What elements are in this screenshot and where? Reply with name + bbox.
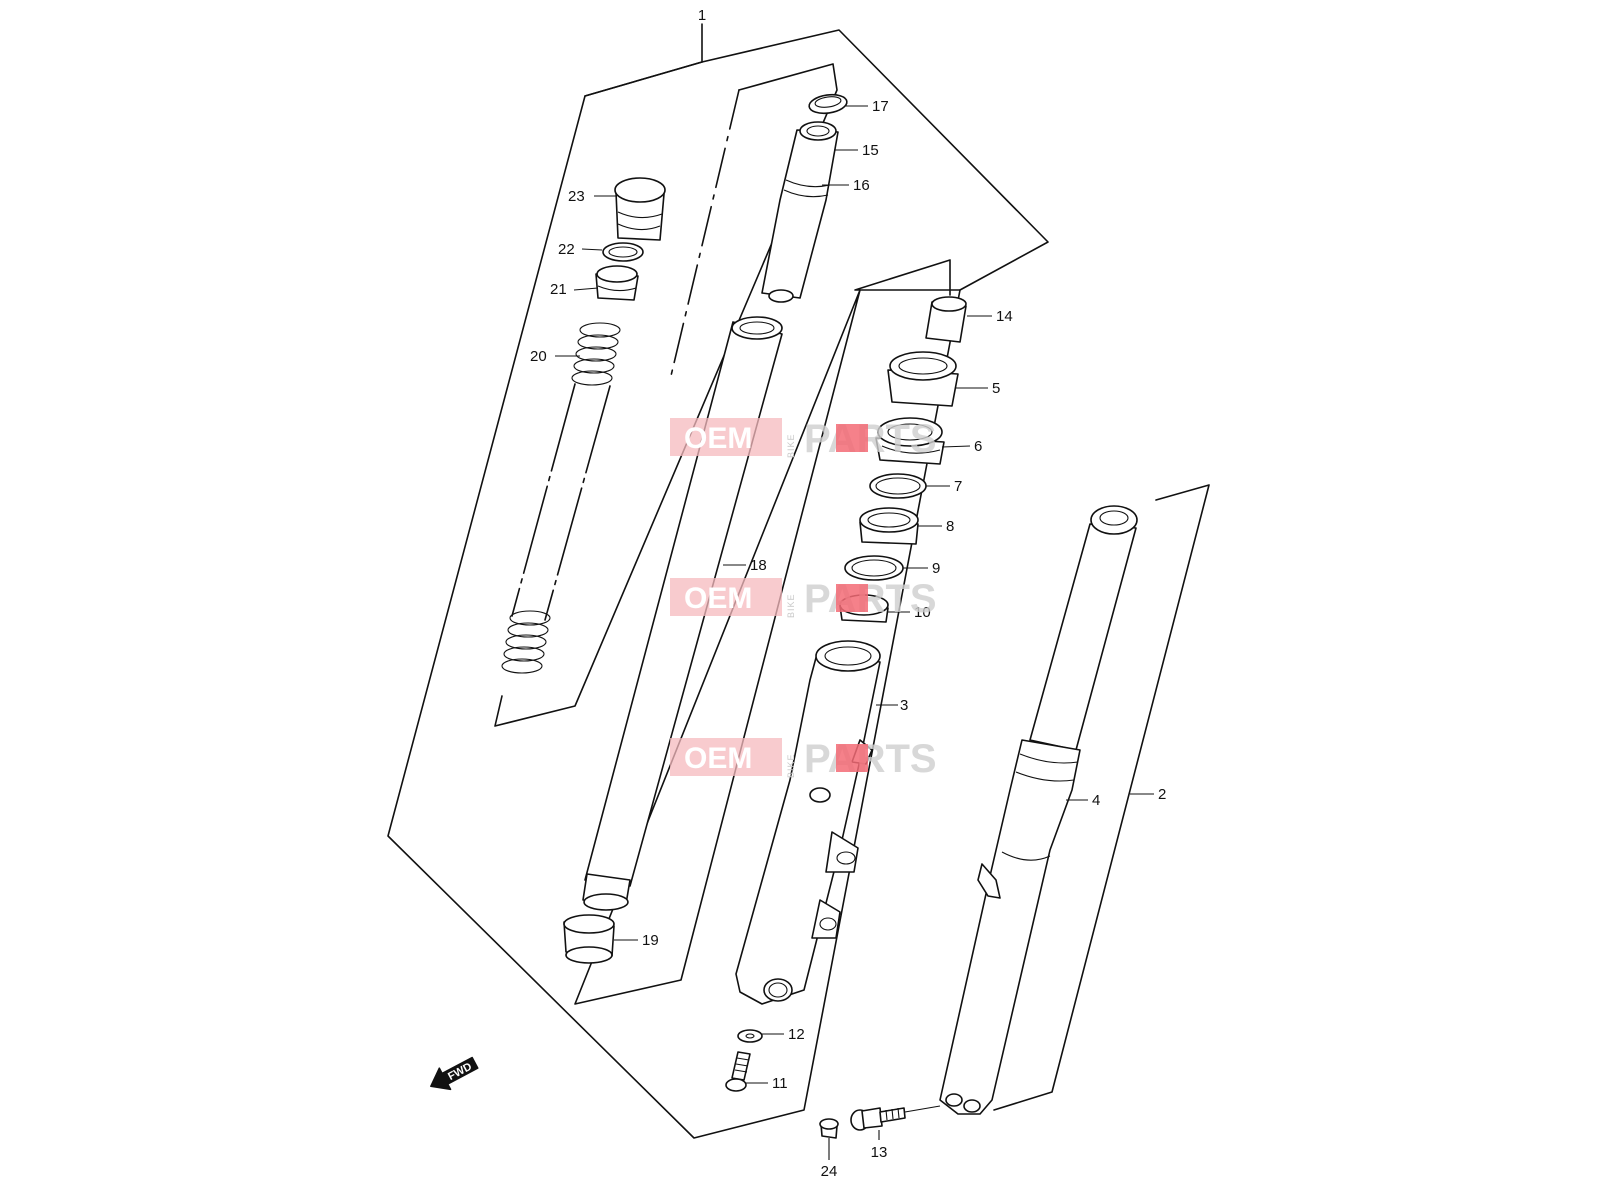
- part-15-16-damper-rod: [761, 121, 839, 303]
- label-3: 3: [900, 697, 908, 714]
- part-21-spacer: [595, 265, 639, 301]
- part-8-washer: [859, 507, 919, 545]
- watermark-bottom: OEM BIKE PARTS: [670, 737, 937, 781]
- label-22: 22: [558, 241, 575, 258]
- part-12-washer: [737, 1029, 763, 1043]
- part-22-o-ring: [602, 242, 644, 262]
- assembly-outline-2: [993, 484, 1210, 1111]
- part-4-fork-assembly: [939, 505, 1138, 1115]
- assembly-outline-1: [387, 23, 1049, 1139]
- part-11-bolt: [725, 1051, 751, 1092]
- label-9: 9: [932, 560, 940, 577]
- svg-text:OEM: OEM: [684, 742, 752, 775]
- svg-text:OEM: OEM: [684, 422, 752, 455]
- label-10: 10: [914, 604, 931, 621]
- fwd-arrow-icon: FWD: [430, 1056, 479, 1091]
- label-15: 15: [862, 142, 879, 159]
- watermark-middle: OEM BIKE PARTS: [670, 577, 937, 621]
- svg-text:BIKE: BIKE: [786, 753, 796, 778]
- svg-text:PARTS: PARTS: [804, 577, 937, 621]
- inner-outline-tube: [574, 289, 861, 1005]
- svg-text:BIKE: BIKE: [786, 433, 796, 458]
- label-21: 21: [550, 281, 567, 298]
- fwd-label: FWD: [446, 1061, 474, 1083]
- watermark-top: OEM BIKE PARTS: [670, 417, 937, 461]
- svg-text:OEM: OEM: [684, 582, 752, 615]
- svg-text:PARTS: PARTS: [804, 417, 937, 461]
- label-13: 13: [871, 1144, 888, 1161]
- inner-outline-spring: [494, 63, 838, 727]
- part-7-ring: [869, 473, 927, 499]
- part-17-ring: [808, 93, 848, 115]
- label-20: 20: [530, 348, 547, 365]
- label-19: 19: [642, 932, 659, 949]
- part-3-outer-tube: [735, 640, 881, 1005]
- label-17: 17: [872, 98, 889, 115]
- label-12: 12: [788, 1026, 805, 1043]
- part-14-bushing: [925, 296, 967, 343]
- label-8: 8: [946, 518, 954, 535]
- leader-lines: [555, 105, 1154, 1160]
- svg-text:PARTS: PARTS: [804, 737, 937, 781]
- label-23: 23: [568, 188, 585, 205]
- label-6: 6: [974, 438, 982, 455]
- label-11: 11: [772, 1075, 788, 1092]
- label-14: 14: [996, 308, 1013, 325]
- part-6-oil-seal: [875, 417, 945, 465]
- part-20-spring: [501, 322, 621, 674]
- label-4: 4: [1092, 792, 1100, 809]
- label-1: 1: [698, 7, 706, 24]
- label-24: 24: [821, 1163, 838, 1180]
- part-19-bushing: [563, 914, 615, 964]
- label-16: 16: [853, 177, 870, 194]
- part-5-dust-seal: [887, 351, 959, 407]
- part-24-cap: [819, 1118, 839, 1139]
- label-7: 7: [954, 478, 962, 495]
- label-5: 5: [992, 380, 1000, 397]
- label-2: 2: [1158, 786, 1166, 803]
- part-23-cap-bolt: [614, 177, 666, 241]
- svg-text:BIKE: BIKE: [786, 593, 796, 618]
- label-18: 18: [750, 557, 767, 574]
- part-labels: 1 2 3 4 5 6 7 8 9 10 11 12 13 14 15 16 1…: [530, 7, 1166, 1180]
- part-13-axle-bolt: [850, 1105, 941, 1131]
